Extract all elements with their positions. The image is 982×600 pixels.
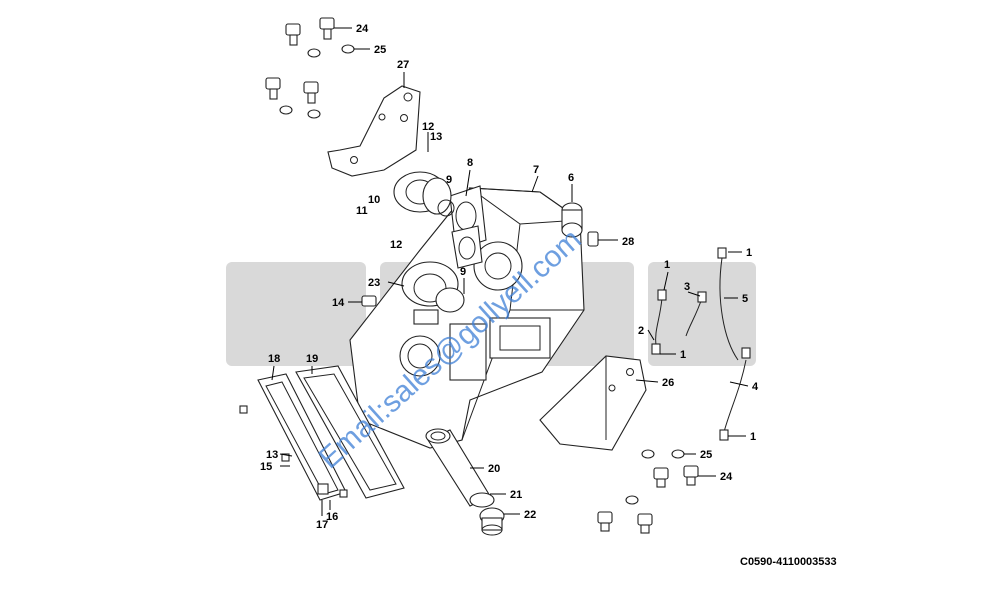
callout-23: 23 xyxy=(368,277,380,289)
callout-18: 18 xyxy=(268,353,280,365)
callout-28: 28 xyxy=(622,236,634,248)
callout-17: 17 xyxy=(316,519,328,531)
callout-27: 27 xyxy=(397,59,409,71)
callout-1-upper-mid: 1 xyxy=(664,259,670,271)
bolts-lower-right xyxy=(597,449,699,534)
leader-lines xyxy=(271,27,749,516)
elbow-28 xyxy=(587,231,599,247)
callout-24-bottom: 24 xyxy=(720,471,733,483)
callout-25-top: 25 xyxy=(374,44,386,56)
callout-21: 21 xyxy=(510,489,522,501)
fitting-6 xyxy=(561,202,583,238)
callout-1-bottom-right: 1 xyxy=(750,431,756,443)
drawing-code: C0590-4110003533 xyxy=(740,556,837,568)
seal-21 xyxy=(469,492,495,508)
callout-13-top: 13 xyxy=(430,131,442,143)
callout-7: 7 xyxy=(533,164,539,176)
callout-8: 8 xyxy=(467,157,473,169)
callout-5: 5 xyxy=(742,293,748,305)
callout-16: 16 xyxy=(326,511,338,523)
tube-20 xyxy=(425,428,491,507)
pump-23 xyxy=(401,261,465,325)
gasket-8 xyxy=(449,185,487,269)
callout-12-mid: 12 xyxy=(390,239,402,251)
main-housing-7 xyxy=(349,187,585,449)
callout-10: 10 xyxy=(368,194,380,206)
cover-19 xyxy=(295,365,405,499)
callout-1-top-right: 1 xyxy=(746,247,752,259)
callout-15: 15 xyxy=(260,461,272,473)
callout-9-mid: 9 xyxy=(460,266,466,278)
callout-1-mid: 1 xyxy=(680,349,686,361)
callout-24-top: 24 xyxy=(356,23,369,35)
callout-13-bottom: 13 xyxy=(266,449,278,461)
small-screws-left xyxy=(239,405,348,498)
fitting-14 xyxy=(361,295,377,307)
fitting-22 xyxy=(479,507,505,536)
bracket-27 xyxy=(327,85,421,177)
callout-2: 2 xyxy=(638,325,644,337)
bracket-26 xyxy=(539,355,647,451)
callout-22: 22 xyxy=(524,509,536,521)
pipes xyxy=(651,247,751,441)
callout-4: 4 xyxy=(752,381,759,393)
pump-10 xyxy=(393,171,455,217)
callout-12-top: 12 xyxy=(422,121,434,133)
callout-6: 6 xyxy=(568,172,574,184)
callout-26: 26 xyxy=(662,377,674,389)
callout-9-top: 9 xyxy=(446,174,452,186)
callout-labels: 24 25 27 12 13 8 7 6 9 10 11 12 28 1 1 3… xyxy=(260,23,759,531)
callout-20: 20 xyxy=(488,463,500,475)
bolts-top-left xyxy=(265,17,355,119)
callout-25-bottom: 25 xyxy=(700,449,712,461)
callout-14: 14 xyxy=(332,297,345,309)
callout-19: 19 xyxy=(306,353,318,365)
callout-11: 11 xyxy=(356,205,368,217)
callout-3: 3 xyxy=(684,281,690,293)
